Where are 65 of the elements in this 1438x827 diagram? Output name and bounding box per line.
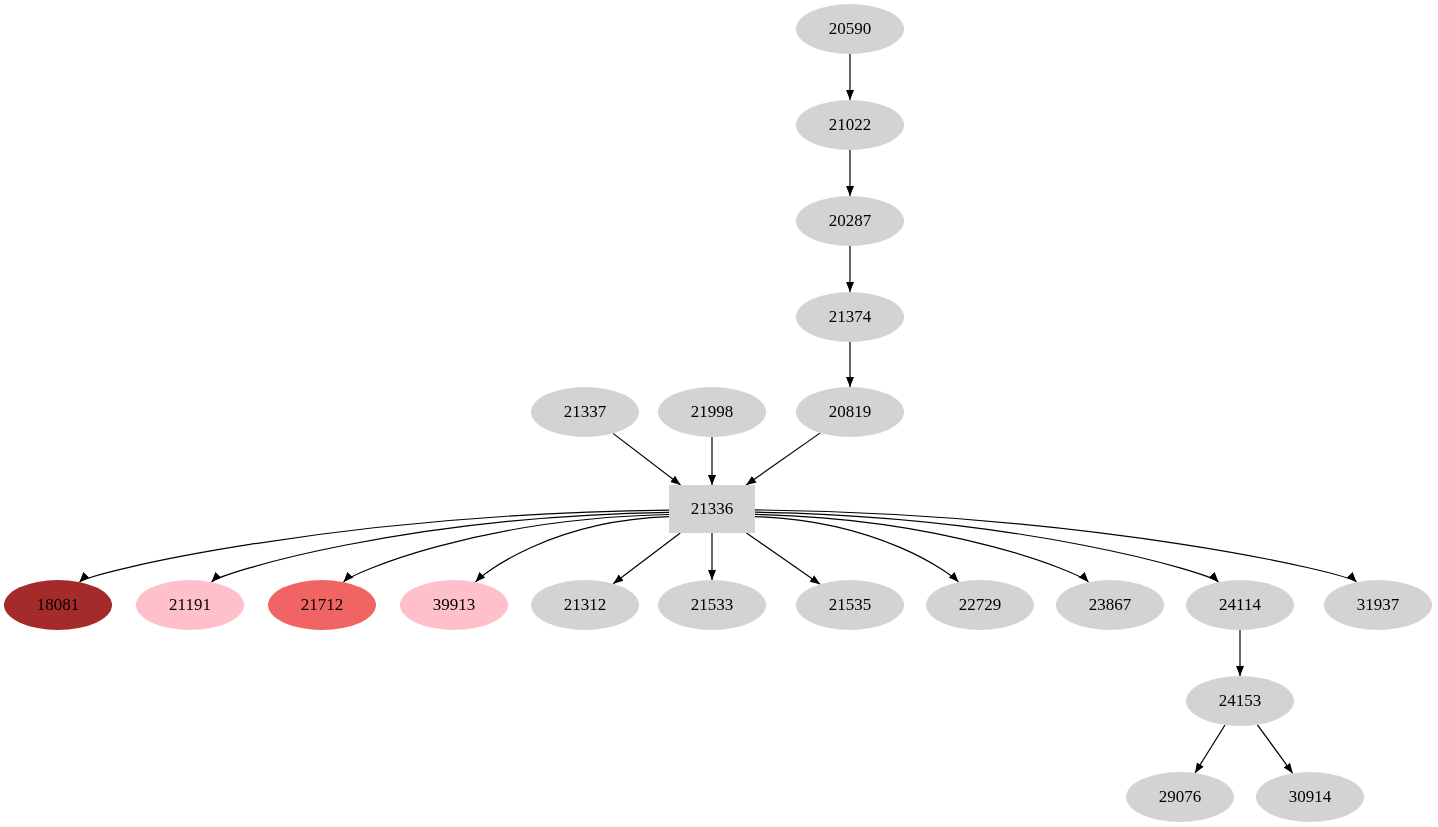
arrow [1194, 724, 1226, 774]
node-label: 21533 [690, 595, 734, 615]
node-label: 20590 [828, 19, 872, 39]
arrow [754, 515, 960, 583]
arrow [846, 149, 854, 197]
arrow [210, 511, 670, 583]
arrow [1236, 629, 1244, 677]
ellipse-node [658, 580, 766, 630]
node-label: 18081 [36, 595, 80, 615]
node-label: 21535 [828, 595, 872, 615]
node-label: 21312 [563, 595, 607, 615]
node-label: 39913 [432, 595, 476, 615]
ellipse-node [796, 4, 904, 54]
ellipse-node [268, 580, 376, 630]
node-label: 21191 [169, 595, 211, 615]
node-label: 22729 [958, 595, 1002, 615]
node-label: 21022 [828, 115, 872, 135]
arrow [1256, 724, 1294, 774]
ellipse-node [796, 100, 904, 150]
node-label: 21336 [690, 499, 734, 519]
arrow [612, 432, 682, 486]
arrow [78, 509, 670, 583]
node-label: 23867 [1088, 595, 1132, 615]
arrow [846, 245, 854, 293]
ellipse-node [1256, 772, 1364, 822]
node-label: 20819 [828, 402, 872, 422]
ellipse-node [796, 387, 904, 437]
arrow [754, 509, 1358, 583]
ellipse-node [1324, 580, 1432, 630]
ellipse-node [796, 292, 904, 342]
node-label: 21712 [300, 595, 344, 615]
arrow [754, 511, 1220, 583]
node-label: 24114 [1219, 595, 1261, 615]
ellipse-node [796, 196, 904, 246]
node-label: 30914 [1288, 787, 1332, 807]
arrow [754, 513, 1090, 583]
arrow [342, 513, 670, 583]
arrow [708, 532, 716, 581]
node-label: 31937 [1356, 595, 1400, 615]
node-label: 24153 [1218, 691, 1262, 711]
node-label: 21374 [828, 307, 872, 327]
ellipse-node [926, 580, 1034, 630]
node-label: 21337 [563, 402, 607, 422]
ellipse-node [796, 580, 904, 630]
ellipse-node [658, 387, 766, 437]
ellipse-node [136, 580, 244, 630]
ellipse-node [531, 580, 639, 630]
arrow [846, 341, 854, 388]
ellipse-node [1056, 580, 1164, 630]
ellipse-node [400, 580, 508, 630]
node-label: 29076 [1158, 787, 1202, 807]
arrow [745, 532, 821, 585]
ellipse-node [1186, 580, 1294, 630]
ellipse-node [4, 580, 112, 630]
process-box [669, 485, 755, 533]
ellipse-node [1126, 772, 1234, 822]
arrow [708, 436, 716, 486]
ellipse-node [1186, 676, 1294, 726]
arrow [612, 532, 681, 585]
arrow [474, 516, 670, 583]
arrow [846, 53, 854, 101]
node-label: 20287 [828, 211, 872, 231]
ellipse-node [531, 387, 639, 437]
arrow [745, 432, 821, 486]
node-label: 21998 [690, 402, 734, 422]
